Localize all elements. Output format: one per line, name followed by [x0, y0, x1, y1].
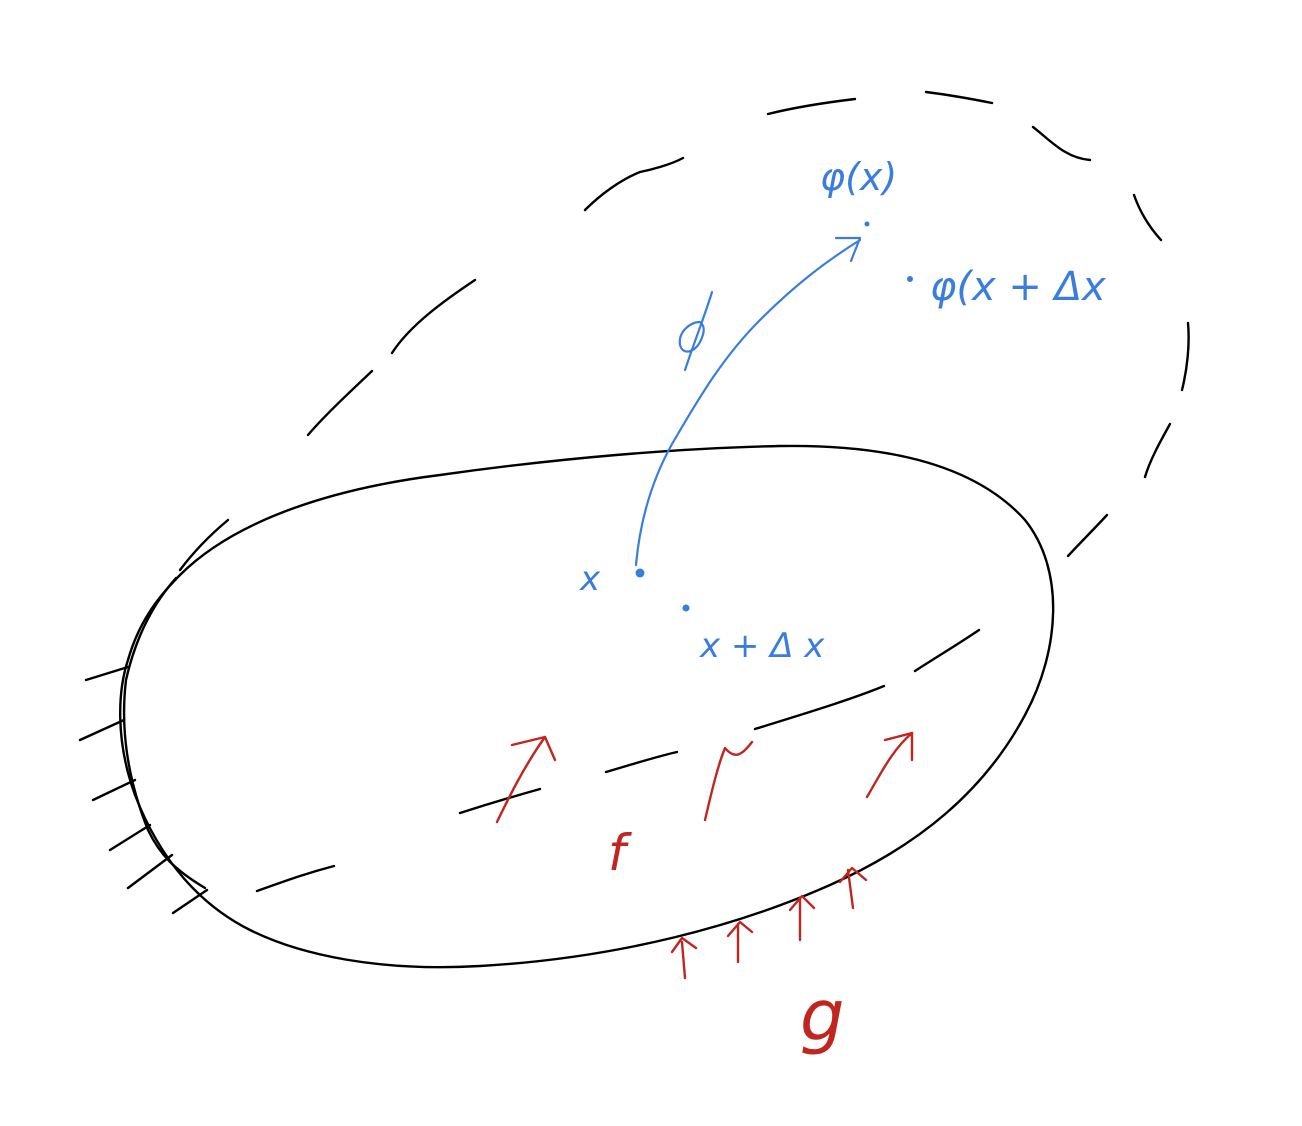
mapping-arrow-curve — [634, 238, 862, 567]
deformed-body-dashed-outline — [255, 90, 1190, 893]
mapping-symbol-stroke — [678, 290, 714, 372]
reference-body-outline — [119, 444, 1055, 969]
reference-body-edge-second-stroke — [122, 576, 207, 890]
label-traction: g — [800, 975, 844, 1057]
point-x-dx-dot — [682, 604, 690, 612]
reference-body-upper-stroke — [178, 518, 230, 572]
mapping-arrow-head — [834, 236, 862, 263]
label-image-x-dx: φ(x + Δx — [930, 264, 1106, 310]
point-x-dot — [635, 568, 645, 578]
label-image-x: φ(x) — [820, 155, 897, 199]
body-force-arrows — [495, 731, 914, 824]
traction-arrows — [670, 866, 868, 980]
fixed-boundary-hatching — [78, 665, 209, 915]
image-x-dx-dot — [907, 276, 913, 282]
image-x-dot — [864, 221, 870, 227]
label-point-x-dx: x + Δ x — [699, 626, 825, 666]
label-point-x: x — [579, 559, 601, 599]
label-body-force: f — [608, 824, 632, 882]
